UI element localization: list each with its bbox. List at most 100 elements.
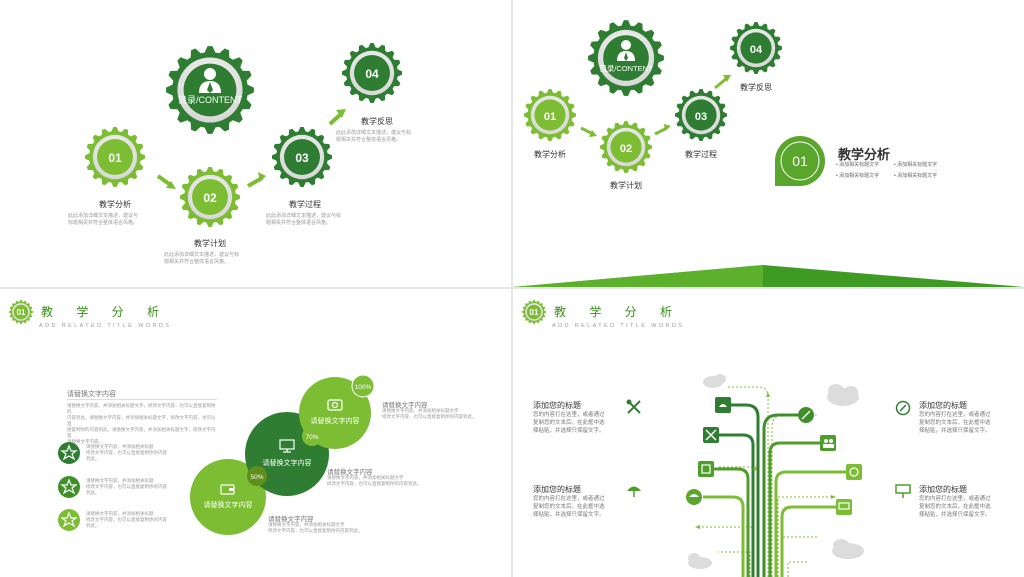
gear-02: [600, 121, 652, 173]
star-item-text: 请替换文字内容，并添加相关标题 修改文字内容，也可以直接复制你的内容 到此。: [86, 511, 167, 529]
bullet-text: 添加相关标题文字: [897, 173, 938, 179]
monitor-icon: [279, 439, 295, 453]
presentation-icon: [895, 484, 911, 498]
item-text: 您的内容打在这里，或者通过 复制您的文本后，在此框中选 择粘贴，并选择只保留文字…: [919, 411, 991, 435]
slide-4[interactable]: 01 教 学 分 析 ADD RELATED TITLE WORDS 添加您的标…: [513, 289, 1024, 577]
item-line: 择粘贴，并选择只保留文字。: [533, 428, 605, 434]
bullet-text: 添加相关标题文字: [897, 162, 938, 168]
star-icon: [58, 509, 80, 531]
item-title: 添加您的标题: [919, 485, 967, 494]
bullet-text: 添加相关标题文字: [839, 162, 880, 168]
circle-text: 请替换文字内容: [204, 500, 253, 509]
wallet-icon: [220, 484, 235, 495]
intro-line: 接复制你的内容到此。请替换文字内容，并添加相关标题文字，修改文字内容: [67, 427, 216, 438]
star-icon: [58, 442, 80, 464]
center-label: 目录/CONTENT: [599, 64, 653, 73]
circle-text: 请替换文字内容: [263, 458, 312, 467]
item-line: 择粘贴，并选择只保留文字。: [919, 428, 991, 434]
umbrella-icon: [686, 489, 702, 505]
star-line: 请替换文字内容，并添加相关标题: [86, 511, 154, 516]
compass-icon: [895, 400, 911, 416]
slide-title: 教 学 分 析: [554, 305, 683, 319]
gear-03: [272, 127, 332, 187]
item-line: 择粘贴，并选择只保留文字。: [919, 512, 991, 518]
item-line: 您的内容打在这里，或者通过: [533, 496, 605, 502]
divider: [67, 399, 217, 400]
pct-text: 50%: [250, 474, 263, 481]
note-title: 请替换文字内容: [382, 402, 428, 409]
badge-number: 01: [792, 153, 808, 169]
header-badge: 01: [9, 300, 33, 324]
person-icon: [617, 40, 635, 61]
section-badge: [775, 136, 825, 186]
center-label: 目录/CONTENT: [178, 95, 243, 105]
gear-01: [85, 127, 145, 187]
gear-03-desc: 此此添加详细文本描述，建议与标 题相关并符合整体语言风格。: [266, 213, 366, 227]
star-line: 修改文字内容，也可以直接复制你的内容: [86, 450, 167, 455]
item-line: 您的内容打在这里，或者通过: [533, 412, 605, 418]
gear-03-title: 教学过程: [685, 150, 717, 159]
star-item-text: 请替换文字内容，并添加相关标题 修改文字内容，也可以直接复制你的内容 到此。: [86, 478, 167, 496]
gear-02-number: 02: [203, 191, 217, 205]
item-title: 添加您的标题: [533, 401, 581, 410]
person-icon: [199, 68, 221, 93]
header-badge: 01: [522, 300, 546, 324]
desc-line: 此此添加详细文本描述，建议与标: [164, 252, 240, 258]
item-title: 添加您的标题: [533, 485, 581, 494]
note-line: 请替换文字内容，并添加相关标题文字: [268, 522, 345, 527]
slide-2[interactable]: 目录/CONTENT 01 02 03 04 01 教学分析 教学计划 教学过程…: [513, 0, 1024, 287]
item-line: 复制您的文本后，在此框中选: [919, 504, 991, 510]
gear-04: [730, 22, 782, 74]
star-line: 修改文字内容，也可以直接复制你的内容: [86, 517, 167, 522]
star-icon: [58, 476, 80, 498]
gear-03: [675, 89, 727, 141]
item-text: 您的内容打在这里，或者通过 复制您的文本后，在此框中选 择粘贴，并选择只保留文字…: [919, 495, 991, 519]
desc-line: 此此添加详细文本描述，建议与: [68, 213, 139, 219]
phone-icon: [715, 397, 731, 413]
bullet-item: • 添加相关标题文字: [894, 173, 938, 179]
desc-line: 标题相关并符合整体语言风格。: [68, 220, 139, 226]
item-line: 择粘贴，并选择只保留文字。: [533, 512, 605, 518]
cloud-icon: [688, 553, 712, 569]
item-title: 添加您的标题: [919, 401, 967, 410]
section-title: 教学分析: [838, 147, 891, 162]
gear-04-number: 04: [365, 67, 379, 81]
pct-badge: [302, 426, 322, 446]
gear-01-number: 01: [544, 111, 556, 123]
cloud-sync-icon: [846, 464, 862, 480]
intro-line: 请替换文字内容，并添加相关标题文字，修改文字内容，也可以直接复制你的: [67, 403, 216, 414]
slide-1[interactable]: 目录/CONTENT 01 02 03 04 教学分析 此此添加详细文本描述，建…: [0, 0, 511, 287]
bullet-text: 添加相关标题文字: [839, 173, 880, 179]
desc-line: 此此添加详细文本描述，建议与标: [266, 213, 342, 219]
gear-diagram-small: 目录/CONTENT 01 02 03 04 01: [513, 20, 1024, 287]
bullet-item: • 添加相关标题文字: [836, 162, 880, 168]
star-line: 到此。: [86, 490, 100, 495]
intro-line: 请替换文字内容。: [67, 439, 103, 444]
slide-3[interactable]: 01 教 学 分 析 ADD RELATED TITLE WORDS 请替换文字…: [0, 289, 511, 577]
item-line: 复制您的文本后，在此框中选: [919, 420, 991, 426]
circle-1: [190, 459, 266, 535]
star-line: 修改文字内容，也可以直接复制你的内容: [86, 484, 167, 489]
item-text: 您的内容打在这里，或者通过 复制您的文本后，在此框中选 择粘贴，并选择只保留文字…: [533, 495, 605, 519]
gear-01-number: 01: [108, 151, 122, 165]
note-line: 请替换文字内容，并添加相关标题文字: [327, 475, 404, 480]
badge-number: 01: [17, 308, 26, 317]
bullet-item: • 添加相关标题文字: [836, 173, 880, 179]
gear-03-number: 03: [295, 151, 309, 165]
slide-subtitle: ADD RELATED TITLE WORDS: [552, 323, 685, 329]
gear-01-title: 教学分析: [534, 150, 566, 159]
desc-line: 此此添加详细文本描述，建议与标: [336, 130, 412, 136]
slide-subtitle: ADD RELATED TITLE WORDS: [39, 323, 172, 329]
note-text: 请替换文字内容，并添加相关标题文字 修改文字内容，也可以直接复制你的内容到此。: [382, 408, 477, 420]
item-line: 复制您的文本后，在此框中选: [533, 504, 605, 510]
circles-graphic: 50% 70% 100% 请替换文字内容 请替换文字内容 请替换文字内容: [190, 374, 375, 535]
cloud-icon: [832, 539, 864, 559]
gear-03-title: 教学过程: [289, 200, 321, 209]
gear-03-number: 03: [695, 111, 707, 123]
gear-02-desc: 此此添加详细文本描述，建议与标 题相关并符合整体语言风格。: [164, 252, 264, 266]
pct-badge: [247, 466, 267, 486]
camera-icon: [327, 399, 343, 411]
badge-number: 01: [530, 308, 539, 317]
gear-01-title: 教学分析: [99, 200, 131, 209]
desc-line: 题相关并符合整体语言风格。: [266, 220, 332, 226]
